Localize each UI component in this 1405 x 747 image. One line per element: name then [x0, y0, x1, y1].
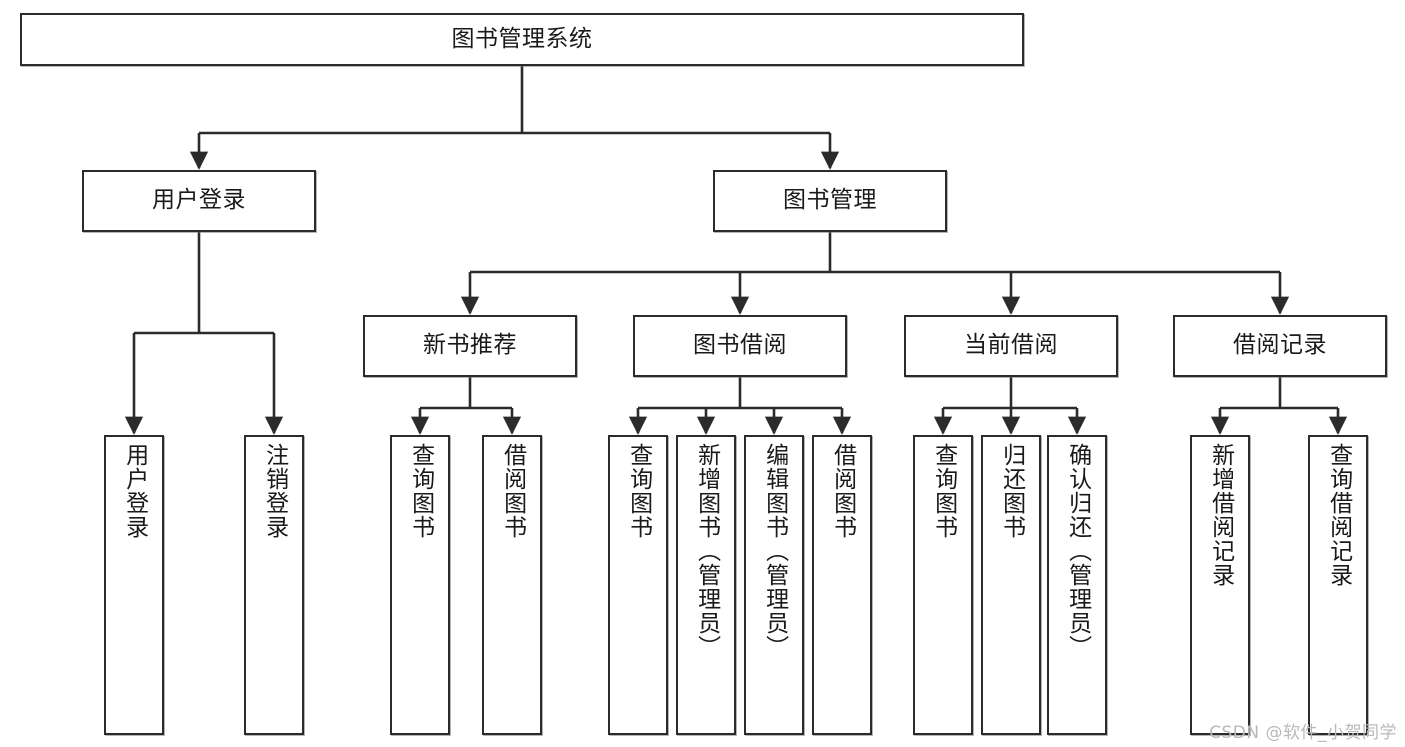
node-leaf-borrow-book-2[interactable]: 借阅图书: [812, 435, 872, 735]
node-book-borrow-label: 图书借阅: [693, 332, 787, 359]
node-leaf-query-book-2-label: 查询图书: [625, 443, 652, 539]
node-leaf-logout-login-label: 注销登录: [261, 443, 288, 539]
node-leaf-add-book[interactable]: 新增图书（管理员）: [676, 435, 736, 735]
node-leaf-borrow-book-1[interactable]: 借阅图书: [482, 435, 542, 735]
node-leaf-logout-login[interactable]: 注销登录: [244, 435, 304, 735]
node-leaf-query-record-label: 查询借阅记录: [1325, 443, 1352, 587]
node-leaf-query-book-3[interactable]: 查询图书: [913, 435, 973, 735]
node-leaf-return-book[interactable]: 归还图书: [981, 435, 1041, 735]
node-current-borrow-label: 当前借阅: [964, 332, 1058, 359]
node-root-label: 图书管理系统: [451, 25, 593, 52]
node-leaf-borrow-book-1-label: 借阅图书: [499, 443, 526, 539]
node-leaf-borrow-book-2-label: 借阅图书: [829, 443, 856, 539]
node-leaf-add-book-label: 新增图书（管理员）: [693, 443, 720, 659]
node-leaf-query-record[interactable]: 查询借阅记录: [1308, 435, 1368, 735]
node-book-management[interactable]: 图书管理: [713, 170, 947, 232]
node-user-login-label: 用户登录: [152, 187, 246, 214]
node-leaf-user-login-label: 用户登录: [121, 443, 148, 539]
node-root[interactable]: 图书管理系统: [20, 13, 1024, 66]
node-leaf-add-record-label: 新增借阅记录: [1207, 443, 1234, 587]
node-borrow-record[interactable]: 借阅记录: [1173, 315, 1387, 377]
node-current-borrow[interactable]: 当前借阅: [904, 315, 1118, 377]
node-leaf-add-record[interactable]: 新增借阅记录: [1190, 435, 1250, 735]
node-leaf-edit-book[interactable]: 编辑图书（管理员）: [744, 435, 804, 735]
node-book-management-label: 图书管理: [783, 187, 877, 214]
node-user-login[interactable]: 用户登录: [82, 170, 316, 232]
node-leaf-confirm-return-label: 确认归还（管理员）: [1064, 443, 1091, 659]
node-new-book-recommend[interactable]: 新书推荐: [363, 315, 577, 377]
node-borrow-record-label: 借阅记录: [1233, 332, 1327, 359]
node-leaf-user-login[interactable]: 用户登录: [104, 435, 164, 735]
node-new-book-recommend-label: 新书推荐: [423, 332, 517, 359]
node-leaf-query-book-3-label: 查询图书: [930, 443, 957, 539]
node-leaf-query-book-1-label: 查询图书: [407, 443, 434, 539]
node-leaf-edit-book-label: 编辑图书（管理员）: [761, 443, 788, 659]
watermark: CSDN @软件_小贺同学: [1209, 723, 1397, 743]
node-leaf-return-book-label: 归还图书: [998, 443, 1025, 539]
node-leaf-query-book-1[interactable]: 查询图书: [390, 435, 450, 735]
node-leaf-confirm-return[interactable]: 确认归还（管理员）: [1047, 435, 1107, 735]
node-leaf-query-book-2[interactable]: 查询图书: [608, 435, 668, 735]
node-book-borrow[interactable]: 图书借阅: [633, 315, 847, 377]
